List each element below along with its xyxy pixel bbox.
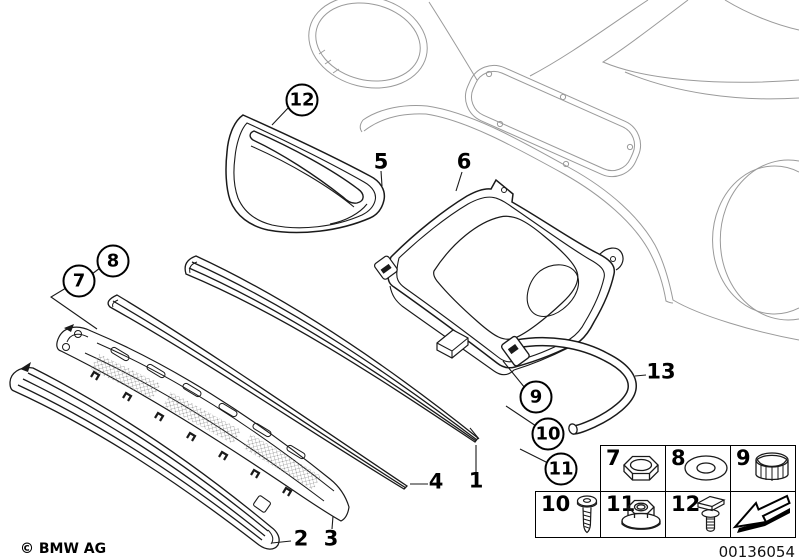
callout-12[interactable]: 12 bbox=[285, 83, 319, 117]
callout-3[interactable]: 3 bbox=[323, 526, 339, 551]
legend-cell-9[interactable]: 9 bbox=[730, 445, 796, 492]
legend-cell-arrow[interactable] bbox=[730, 491, 796, 538]
callout-10[interactable]: 10 bbox=[531, 417, 565, 451]
callout-6[interactable]: 6 bbox=[456, 149, 472, 174]
callout-7[interactable]: 7 bbox=[62, 264, 96, 298]
leader-lines bbox=[49, 106, 647, 544]
screw-icon bbox=[576, 494, 598, 533]
callout-8[interactable]: 8 bbox=[96, 244, 130, 278]
trim-strip-middle bbox=[107, 294, 409, 490]
washer-icon bbox=[684, 454, 728, 481]
flange-nut-icon bbox=[621, 499, 661, 530]
callout-5[interactable]: 5 bbox=[373, 149, 389, 174]
legend-cell-10[interactable]: 10 bbox=[535, 491, 601, 538]
grille-frame bbox=[500, 335, 637, 435]
car-body-outline bbox=[308, 0, 799, 341]
direction-arrow-icon bbox=[732, 494, 791, 533]
callout-1[interactable]: 1 bbox=[468, 468, 484, 493]
trim-strip-lower bbox=[9, 362, 280, 550]
trim-strip-long bbox=[184, 255, 480, 443]
air-duct-panel bbox=[374, 178, 624, 376]
grommet-icon bbox=[755, 451, 789, 481]
legend-cell-7[interactable]: 7 bbox=[600, 445, 666, 492]
hex-nut-icon bbox=[623, 455, 659, 481]
callout-11[interactable]: 11 bbox=[544, 452, 578, 486]
hood-vent-grille bbox=[225, 114, 386, 234]
legend-row-2: 10 11 12 bbox=[535, 491, 796, 538]
grille-carrier bbox=[56, 324, 350, 522]
callout-9[interactable]: 9 bbox=[519, 380, 553, 414]
legend-row-1: 7 8 9 bbox=[600, 445, 796, 492]
callout-2[interactable]: 2 bbox=[293, 526, 309, 551]
document-number: 00136054 bbox=[718, 543, 795, 559]
legend-cell-8[interactable]: 8 bbox=[665, 445, 731, 492]
expanding-rivet-icon bbox=[696, 495, 726, 532]
legend-cell-12[interactable]: 12 bbox=[665, 491, 731, 538]
copyright-text: © BMW AG bbox=[20, 541, 107, 557]
legend-cell-11[interactable]: 11 bbox=[600, 491, 666, 538]
callout-4[interactable]: 4 bbox=[428, 469, 444, 494]
callout-13[interactable]: 13 bbox=[646, 359, 676, 384]
